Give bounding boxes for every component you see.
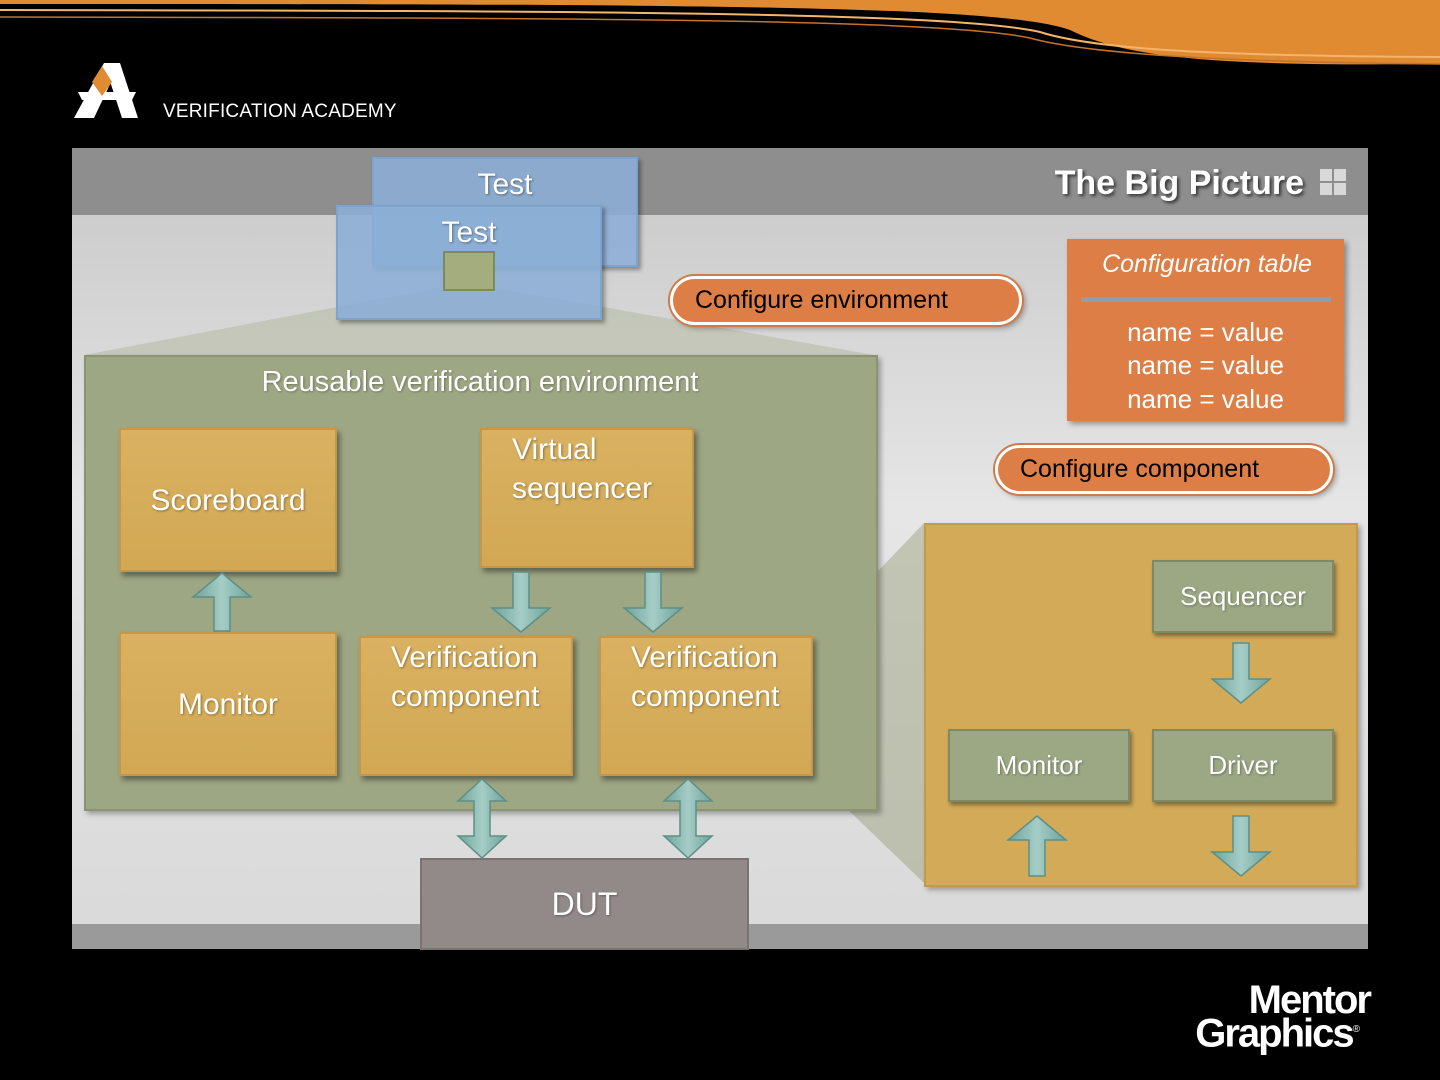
grid-icon: [1320, 169, 1346, 195]
dut-block: DUT: [420, 858, 749, 950]
virtual-sequencer-line2: sequencer: [512, 472, 653, 505]
vc2-dut-arrow: [662, 777, 714, 860]
scoreboard-block: Scoreboard: [119, 428, 337, 572]
test-to-env-projection: [84, 287, 874, 355]
agent-sequencer-block: Sequencer: [1152, 560, 1334, 633]
config-row: name = value: [1127, 317, 1284, 347]
registered-mark: ®: [1352, 1024, 1361, 1035]
driver-output-arrow: [1209, 815, 1273, 877]
vc2-line1: Verification: [631, 641, 778, 674]
config-row: name = value: [1127, 350, 1284, 380]
vseq-to-vc2-arrow: [621, 571, 685, 633]
top-accent-line: [0, 9, 1440, 58]
mentor-graphics-logo: Mentor Graphics®: [1190, 980, 1372, 1053]
configuration-table-title: Configuration table: [1102, 250, 1312, 278]
vc1-dut-arrow: [456, 777, 508, 860]
logo-line1: Mentor: [1248, 978, 1372, 1022]
test-env-config-chip: [443, 251, 495, 291]
virtual-sequencer-line1: Virtual: [512, 433, 597, 466]
virtual-sequencer-block: Virtual sequencer: [480, 428, 694, 568]
vseq-to-vc1-arrow: [489, 571, 553, 633]
monitor-to-scoreboard-arrow: [190, 572, 254, 632]
vc2-line2: component: [631, 680, 780, 713]
monitor-input-arrow: [1005, 815, 1069, 877]
top-accent-band: [0, 0, 1440, 65]
configure-environment-callout: Configure environment: [670, 276, 1022, 325]
configuration-table: [1067, 239, 1344, 421]
va-logo-icon: [74, 63, 138, 118]
env-monitor-block: Monitor: [119, 632, 337, 776]
verification-component-block-2: Verification component: [599, 636, 813, 776]
configuration-table-divider: [1081, 297, 1331, 302]
configure-component-callout: Configure component: [995, 445, 1333, 494]
slide-title-bar: [72, 148, 1368, 215]
logo-line2-text: Graphics: [1195, 1011, 1354, 1056]
agent-monitor-block: Monitor: [948, 729, 1130, 802]
brand-name: VERIFICATION ACADEMY: [163, 101, 397, 122]
verification-component-block-1: Verification component: [359, 636, 573, 776]
slide-title: The Big Picture: [1054, 164, 1304, 202]
top-accent-line: [0, 16, 1440, 65]
environment-label: Reusable verification environment: [261, 366, 699, 398]
config-row: name = value: [1127, 384, 1284, 414]
agent-detail-box: [924, 523, 1358, 887]
logo-line2: Graphics®: [1190, 1013, 1361, 1053]
vc1-line2: component: [391, 680, 540, 713]
vc1-line1: Verification: [391, 641, 538, 674]
sequencer-to-driver-arrow: [1209, 642, 1273, 704]
agent-driver-block: Driver: [1152, 729, 1334, 802]
